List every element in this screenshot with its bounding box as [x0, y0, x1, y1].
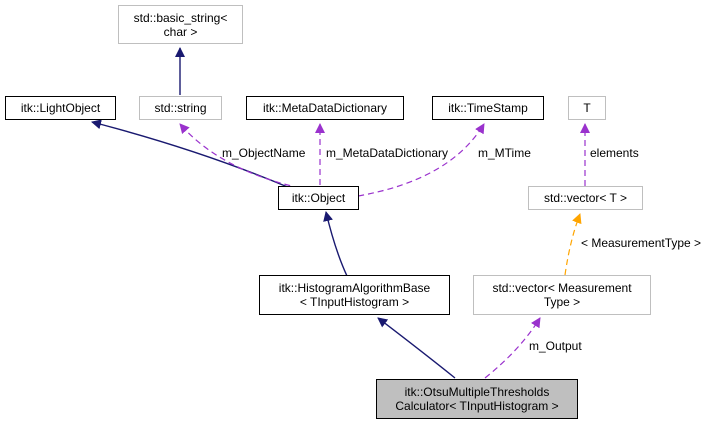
node-vector-measurement-line2: Type > — [543, 295, 581, 309]
edge-label-measurement-type: < MeasurementType > — [581, 236, 702, 250]
node-otsu-calculator-line2: Calculator< TInputHistogram > — [395, 399, 559, 413]
node-basic-string-line1: std::basic_string< — [133, 10, 228, 25]
node-vector-t[interactable]: std::vector< T > — [528, 186, 643, 210]
edge-label-object-name: m_ObjectName — [222, 146, 306, 160]
node-string[interactable]: std::string — [139, 96, 222, 120]
node-vector-measurement[interactable]: std::vector< Measurement Type > — [473, 275, 651, 315]
edge-label-output: m_Output — [529, 339, 582, 353]
node-meta-data-dictionary-label: itk::MetaDataDictionary — [262, 101, 388, 115]
edge-object-name — [179, 123, 301, 189]
node-vector-t-label: std::vector< T > — [544, 191, 627, 205]
node-basic-string[interactable]: std::basic_string< char > — [118, 5, 243, 44]
node-histogram-algorithm-base-line1: itk::HistogramAlgorithmBase — [278, 281, 431, 295]
node-time-stamp-label: itk::TimeStamp — [448, 101, 528, 115]
edge-label-mtime: m_MTime — [478, 146, 531, 160]
edge-histogram-base-to-object — [323, 211, 348, 277]
node-string-label: std::string — [154, 101, 207, 115]
node-meta-data-dictionary[interactable]: itk::MetaDataDictionary — [246, 96, 404, 120]
node-otsu-calculator[interactable]: itk::OtsuMultipleThresholds Calculator< … — [376, 379, 578, 419]
edge-output — [484, 317, 541, 379]
node-t-label: T — [583, 101, 591, 115]
node-basic-string-line2: char > — [163, 24, 198, 39]
node-histogram-algorithm-base-line2: < TInputHistogram > — [299, 295, 410, 309]
node-histogram-algorithm-base[interactable]: itk::HistogramAlgorithmBase < TInputHist… — [259, 275, 450, 315]
edge-measurement-type — [564, 213, 582, 276]
node-light-object-label: itk::LightObject — [20, 101, 101, 115]
node-object[interactable]: itk::Object — [278, 186, 359, 210]
node-otsu-calculator-line1: itk::OtsuMultipleThresholds — [404, 385, 550, 399]
edge-otsu-to-histogram-base — [377, 317, 456, 379]
node-time-stamp[interactable]: itk::TimeStamp — [432, 96, 544, 120]
edge-label-elements: elements — [590, 146, 639, 160]
node-vector-measurement-line1: std::vector< Measurement — [492, 281, 632, 295]
edge-label-meta-data-dictionary: m_MetaDataDictionary — [326, 146, 449, 160]
node-t[interactable]: T — [568, 96, 606, 120]
node-object-label: itk::Object — [291, 191, 346, 205]
edge-mtime — [357, 123, 485, 197]
node-light-object[interactable]: itk::LightObject — [5, 96, 116, 120]
